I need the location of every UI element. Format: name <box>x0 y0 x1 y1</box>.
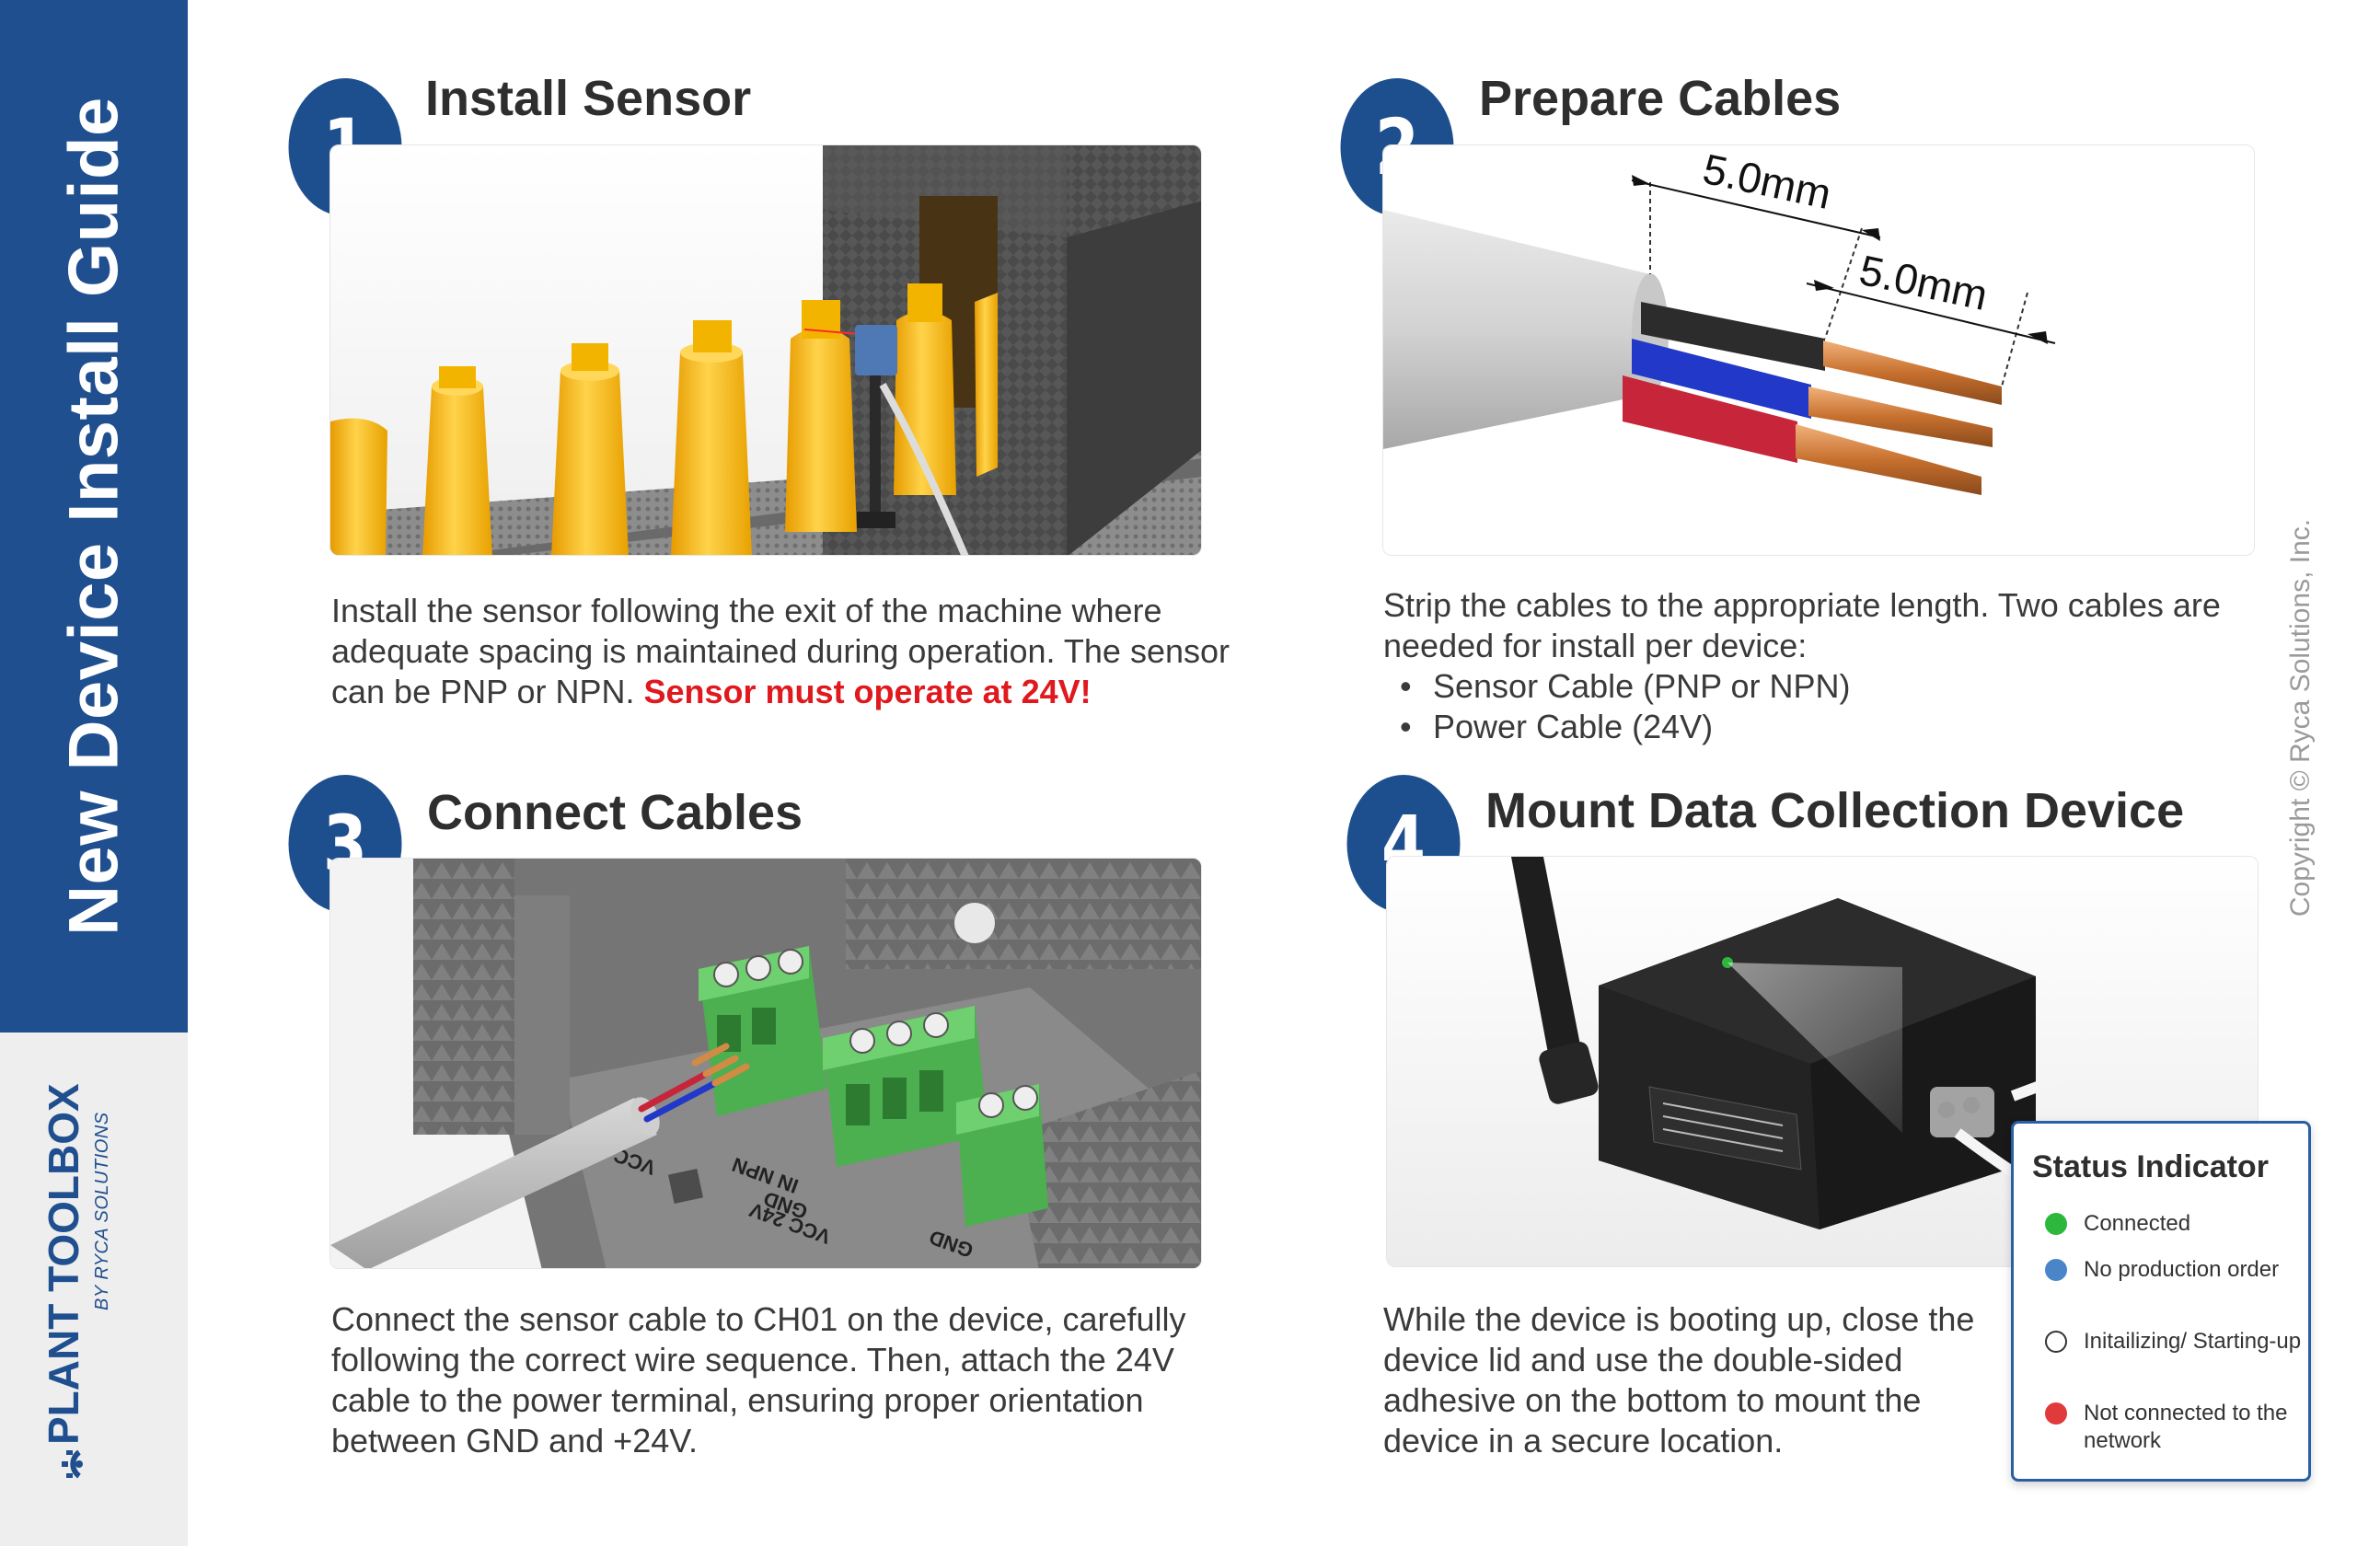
brand-name: PLANT TOOLBOX <box>40 1083 87 1445</box>
step-3-title: Connect Cables <box>427 785 803 840</box>
status-label: Initailizing/ Starting-up <box>2084 1329 2302 1354</box>
terminal-wiring-illustration: VCC 24V IN NPN GND VCC 24V GND <box>330 859 1201 1268</box>
step-2-description: Strip the cables to the appropriate leng… <box>1383 585 2248 747</box>
status-item-connected: Connected <box>2045 1210 2303 1238</box>
status-label: Not connected to the network <box>2084 1401 2288 1453</box>
cable-strip-illustration: 5.0mm 5.0mm <box>1383 145 2254 555</box>
voltage-warning: Sensor must operate at 24V! <box>643 673 1092 710</box>
white-dot-icon <box>2045 1331 2067 1353</box>
step-2-title: Prepare Cables <box>1479 71 1842 126</box>
sensor-install-illustration <box>330 145 1201 555</box>
blue-dot-icon <box>2045 1259 2067 1281</box>
gear-icon <box>62 1449 83 1479</box>
step-4-description: While the device is booting up, close th… <box>1383 1300 1975 1459</box>
sidebar-band <box>0 0 188 1033</box>
status-item-initializing: Initailizing/ Starting-up <box>2045 1328 2303 1356</box>
step-3-image: VCC 24V IN NPN GND VCC 24V GND <box>329 858 1202 1269</box>
terminal-block-1 <box>699 946 827 1116</box>
step-3-description: Connect the sensor cable to CH01 on the … <box>331 1300 1186 1459</box>
status-item-no-order: No production order <box>2045 1256 2303 1284</box>
status-item-not-connected: Not connected to the network <box>2045 1400 2303 1455</box>
brand-logo: PLANT TOOLBOX BY RYCA SOLUTIONS <box>39 1077 149 1482</box>
status-indicator-legend: Status Indicator Connected No production… <box>2011 1121 2311 1482</box>
red-dot-icon <box>2045 1402 2067 1425</box>
brand-subtitle: BY RYCA SOLUTIONS <box>92 1112 112 1310</box>
terminal-block-2 <box>823 1006 988 1167</box>
step-2-text: Strip the cables to the appropriate leng… <box>1383 586 2221 664</box>
step-2-image: 5.0mm 5.0mm <box>1382 144 2255 556</box>
status-label: Connected <box>2084 1211 2191 1236</box>
status-title: Status Indicator <box>2032 1149 2269 1184</box>
list-item: Sensor Cable (PNP or NPN) <box>1383 666 2248 707</box>
step-1-description: Install the sensor following the exit of… <box>331 591 1261 712</box>
green-dot-icon <box>2045 1213 2067 1235</box>
step-1-image <box>329 144 1202 556</box>
status-label: No production order <box>2084 1257 2280 1282</box>
list-item: Power Cable (24V) <box>1383 707 2248 747</box>
copyright-notice: Copyright © Ryca Solutions, Inc. <box>2285 518 2316 917</box>
step-1-text: Install the sensor following the exit of… <box>331 592 1230 710</box>
guide-title: New Device Install Guide <box>54 97 133 936</box>
sensor <box>803 325 969 555</box>
step-1-title: Install Sensor <box>425 71 752 126</box>
bottles <box>330 283 998 555</box>
sidebar: New Device Install Guide PLANT TOOLBOX B… <box>0 0 188 1546</box>
cable-list: Sensor Cable (PNP or NPN) Power Cable (2… <box>1383 666 2248 747</box>
terminal-block-3 <box>956 1084 1048 1227</box>
step-4-title: Mount Data Collection Device <box>1485 783 2185 838</box>
